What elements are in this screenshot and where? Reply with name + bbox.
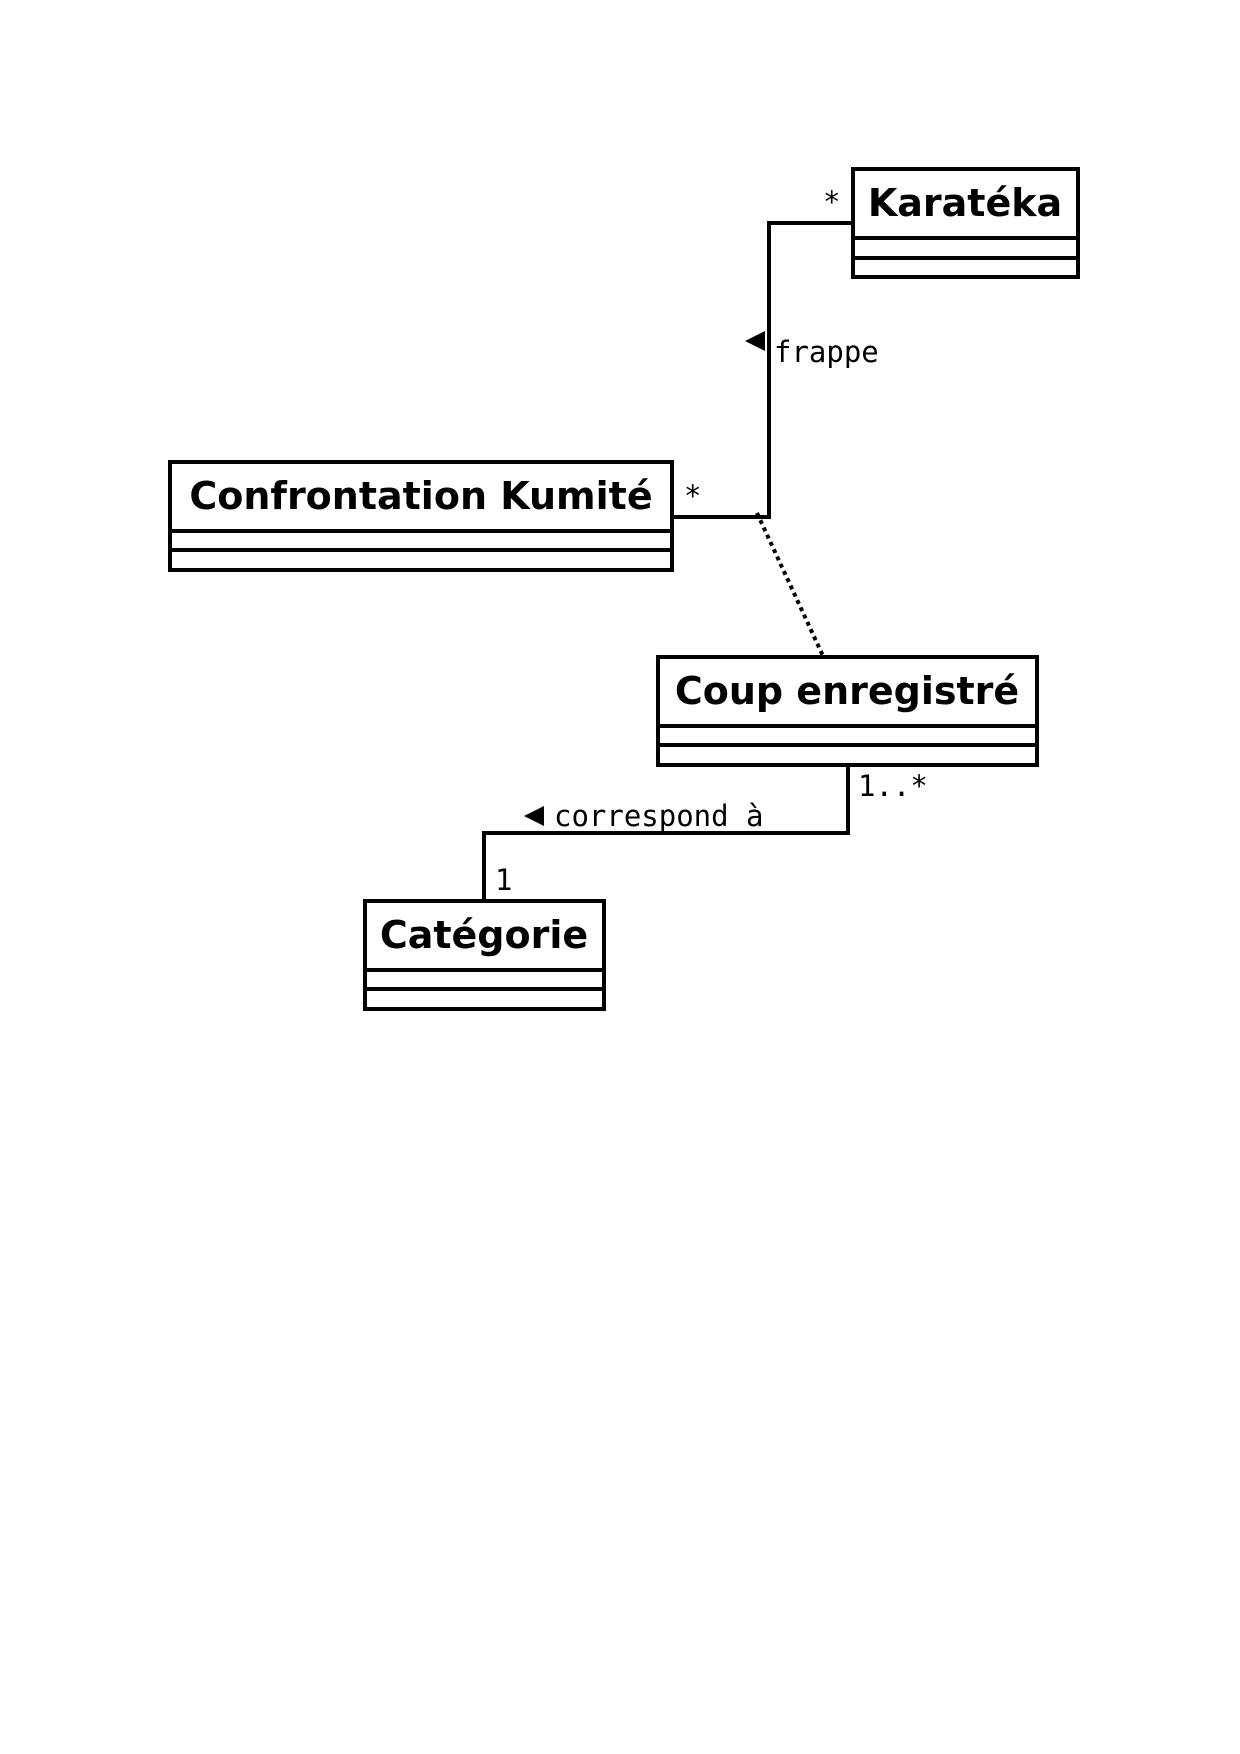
direction-arrow-frappe-icon	[745, 331, 765, 351]
class-categorie[interactable]: Catégorie	[363, 899, 606, 1011]
class-name-coup: Coup enregistré	[675, 669, 1019, 713]
association-line-correspond	[482, 764, 850, 901]
class-name-confrontation: Confrontation Kumité	[189, 474, 652, 518]
multiplicity-karateka: *	[823, 185, 840, 219]
association-label-correspond: correspond à	[554, 799, 764, 833]
class-coup-enregistre[interactable]: Coup enregistré	[656, 655, 1039, 767]
association-label-frappe: frappe	[774, 335, 879, 369]
multiplicity-coup: 1..*	[858, 769, 928, 803]
direction-arrow-correspond-icon	[524, 806, 544, 826]
class-name-karateka: Karatéka	[868, 181, 1062, 225]
association-class-connector	[755, 512, 825, 657]
association-line-frappe	[671, 221, 853, 519]
multiplicity-categorie: 1	[495, 863, 512, 897]
class-karateka[interactable]: Karatéka	[851, 167, 1080, 279]
class-name-categorie: Catégorie	[380, 913, 588, 957]
multiplicity-confrontation: *	[684, 479, 701, 513]
class-confrontation-kumite[interactable]: Confrontation Kumité	[168, 460, 674, 572]
